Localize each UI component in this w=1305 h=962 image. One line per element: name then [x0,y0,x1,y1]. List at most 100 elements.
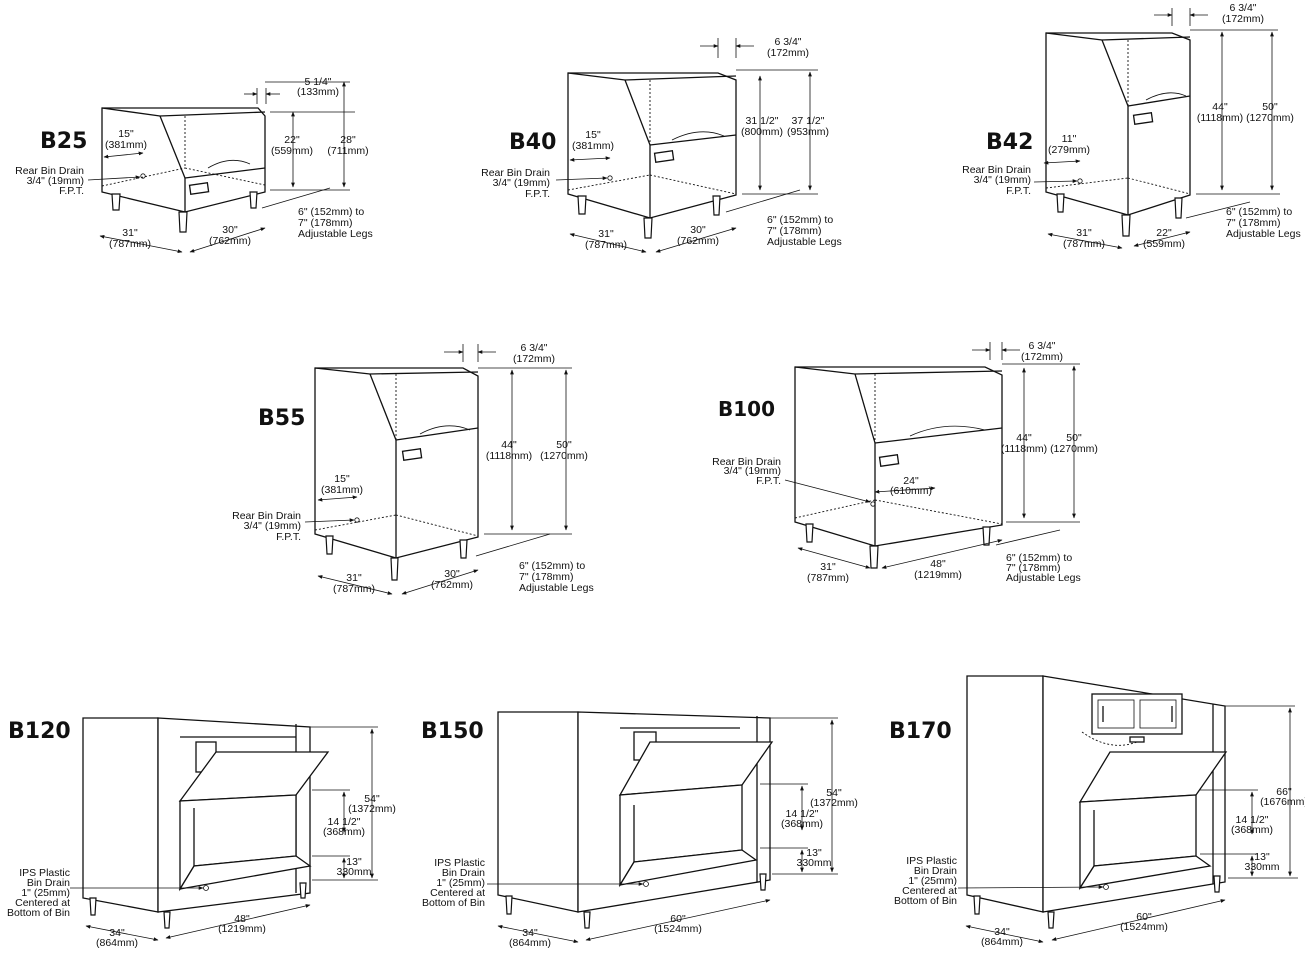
unit-b55 [304,344,572,595]
dimension-label: 14 1/2" [786,808,819,820]
dimension-label: 6 3/4" [1028,340,1055,352]
dimension-label: 7" (178mm) [1226,217,1281,229]
model-name-b55: B55 [258,406,305,431]
dimension-label: (864mm) [96,937,138,949]
dimension-label: (1270mm) [1050,443,1098,455]
model-name-b170: B170 [889,719,952,744]
dimension-label: (787mm) [109,238,151,250]
dimension-label: (368mm) [781,818,823,830]
dimension-label: 48" [930,558,946,570]
dimension-label: 34" [109,927,125,939]
dimension-label: Adjustable Legs [1006,572,1081,584]
dimension-label: Bottom of Bin [422,897,485,909]
dimension-label: 22" [1156,227,1172,239]
dimension-label: (787mm) [1063,238,1105,250]
dimension-label: 330mm [1244,861,1279,873]
dimension-label: (1676mm) [1260,796,1305,808]
dimension-label: Bin Drain [914,865,957,877]
dimension-label: 54" [364,793,380,805]
dimension-label: 15" [334,473,350,485]
dimension-label: Rear Bin Drain [232,510,301,522]
dimension-label: (953mm) [787,126,829,138]
dimension-label: 6 3/4" [520,342,547,354]
dimension-label: 7" (178mm) [1006,562,1061,574]
unit-b25 [87,81,355,254]
dimension-label: 3/4" (19mm) [27,175,84,187]
dimension-label: F.P.T. [1006,185,1031,197]
dimension-label: 15" [118,128,134,140]
dimension-label: (787mm) [333,583,375,595]
dimension-label: 6" (152mm) to [519,560,585,572]
dimension-label: F.P.T. [59,185,84,197]
dimension-label: F.P.T. [525,188,550,200]
dimension-label: (381mm) [105,139,147,151]
dimension-label: 6" (152mm) to [1226,206,1292,218]
unit-b40 [555,38,818,253]
dimension-label: (368mm) [323,826,365,838]
dimension-label: 60" [1136,911,1152,923]
dimension-label: 48" [234,913,250,925]
unit-b120 [70,717,378,942]
dimension-label: 6" (152mm) to [298,206,364,218]
dimension-label: 15" [585,129,601,141]
dimension-label: (787mm) [585,239,627,251]
dimension-label: 34" [522,927,538,939]
dimension-label: (711mm) [327,145,368,157]
dimension-label: Adjustable Legs [298,228,373,240]
dimension-label: Adjustable Legs [1226,228,1301,240]
dimension-label: (1118mm) [1001,443,1047,455]
dimension-label: F.P.T. [756,475,781,487]
dimension-label: Adjustable Legs [767,236,842,248]
dimension-label: (1372mm) [348,803,396,815]
dimension-label: (1219mm) [914,569,962,581]
dimension-label: 50" [556,439,572,451]
dimension-label: 3/4" (19mm) [493,177,550,189]
dimension-label: Centered at [430,887,485,899]
dimension-label: 11" [1062,133,1077,145]
dimension-label: IPS Plastic [19,867,70,879]
model-name-b150: B150 [421,719,484,744]
dimension-label: Adjustable Legs [519,582,594,594]
dimension-label: (172mm) [1222,13,1264,25]
dimension-label: 44" [1016,432,1032,444]
dimension-label: (1270mm) [540,450,588,462]
dimension-label: (133mm) [297,86,339,98]
dimension-label: Rear Bin Drain [712,456,781,468]
dimension-label: 30" [444,568,460,580]
dimension-label: 3/4" (19mm) [724,465,781,477]
unit-b150 [487,711,838,944]
dimension-label: 31" [820,561,836,573]
dimension-label: 7" (178mm) [298,217,353,229]
dimension-label: (368mm) [1231,824,1273,836]
dimension-label: 30" [222,224,238,236]
dimension-label: 54" [826,787,842,799]
dimension-label: 3/4" (19mm) [974,174,1031,186]
dimension-label: 14 1/2" [328,816,361,828]
dimension-label: 330mm [796,857,831,869]
model-name-b100: B100 [718,397,775,421]
dimension-label: Centered at [15,897,70,909]
dimension-label: 7" (178mm) [519,571,574,583]
dimension-label: (1524mm) [654,923,702,935]
model-name-b120: B120 [8,719,71,744]
dimension-label: (762mm) [677,235,719,247]
dimension-label: 1" (25mm) [908,875,957,887]
dimension-label: (1118mm) [486,450,532,462]
dimension-label: (381mm) [321,484,363,496]
model-name-b40: B40 [509,130,556,155]
dimension-label: Bin Drain [442,867,485,879]
dimension-label: 28" [340,134,356,146]
dimension-label: (172mm) [513,353,555,365]
dimension-label: 6 3/4" [1229,2,1256,14]
dimension-label: (787mm) [807,572,849,584]
dimension-label: (762mm) [431,579,473,591]
